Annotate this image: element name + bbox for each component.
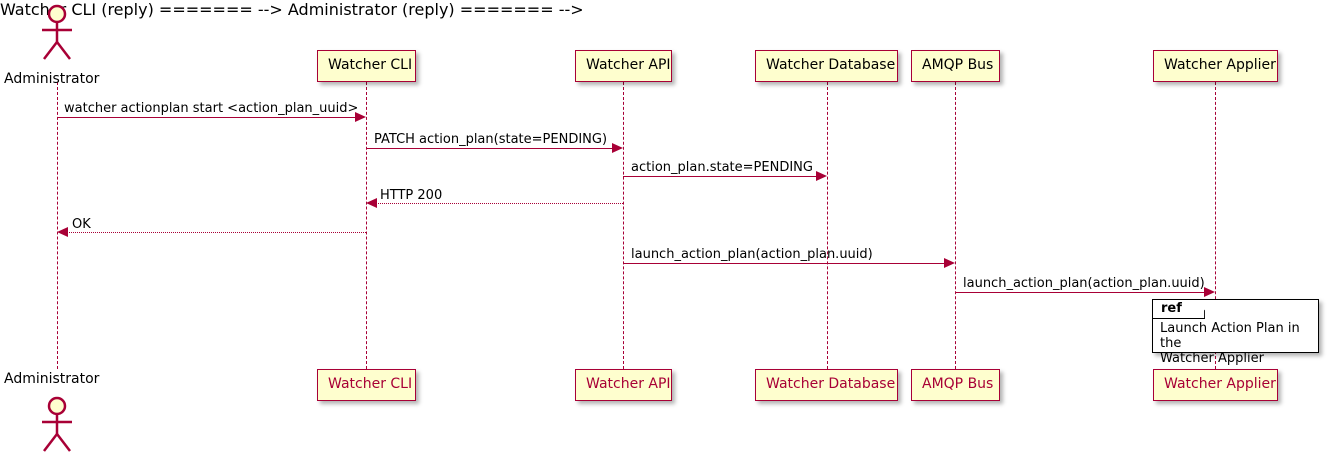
participant-amqp-bus-bottom[interactable]: AMQP Bus [911,369,1000,401]
participant-watcher-applier-top[interactable]: Watcher Applier [1153,50,1278,82]
lifeline-amqp-bus [955,82,956,369]
message-arrowhead-5 [57,227,68,237]
lifeline-watcher-database [827,82,828,369]
ref-fragment-tab-label: ref [1153,300,1205,319]
message-arrowhead-4 [366,198,377,208]
participant-watcher-api-bottom[interactable]: Watcher API [575,369,672,401]
message-line-4 [368,203,623,204]
actor-administrator-bottom-icon [34,396,80,452]
message-label-3: action_plan.state=PENDING [631,160,813,175]
message-arrowhead-6 [944,258,955,268]
message-line-2 [366,148,612,149]
participant-watcher-cli-bottom[interactable]: Watcher CLI [317,369,416,401]
message-label-1: watcher actionplan start <action_plan_uu… [64,101,359,116]
ref-fragment[interactable]: ref Launch Action Plan in the Watcher Ap… [1152,299,1319,366]
message-line-7 [955,292,1204,293]
message-line-3 [623,176,816,177]
message-label-6: launch_action_plan(action_plan.uuid) [631,247,873,262]
ref-fragment-text: Launch Action Plan in the Watcher Applie… [1160,321,1300,366]
message-arrowhead-1 [355,112,366,122]
actor-administrator-bottom-label: Administrator [4,371,100,387]
lifeline-watcher-applier [1215,82,1216,369]
lifeline-watcher-cli [366,82,367,369]
message-line-5 [59,232,366,233]
lifeline-watcher-api [623,82,624,369]
message-arrowhead-2 [612,143,623,153]
participant-watcher-cli-top[interactable]: Watcher CLI [317,50,416,82]
message-label-4: HTTP 200 [380,188,443,203]
message-line-1 [57,117,355,118]
participant-watcher-applier-bottom[interactable]: Watcher Applier [1153,369,1278,401]
participant-watcher-api-top[interactable]: Watcher API [575,50,672,82]
participant-amqp-bus-top[interactable]: AMQP Bus [911,50,1000,82]
message-label-5: OK [72,217,91,232]
actor-administrator-top-label: Administrator [4,71,100,87]
lifeline-administrator [57,82,58,369]
message-label-7: launch_action_plan(action_plan.uuid) [963,276,1205,291]
participant-watcher-database-top[interactable]: Watcher Database [755,50,898,82]
message-arrowhead-7 [1204,287,1215,297]
message-arrowhead-3 [816,171,827,181]
message-label-2: PATCH action_plan(state=PENDING) [374,132,608,147]
message-line-6 [623,263,944,264]
actor-administrator-top-icon [34,4,80,60]
participant-watcher-database-bottom[interactable]: Watcher Database [755,369,898,401]
